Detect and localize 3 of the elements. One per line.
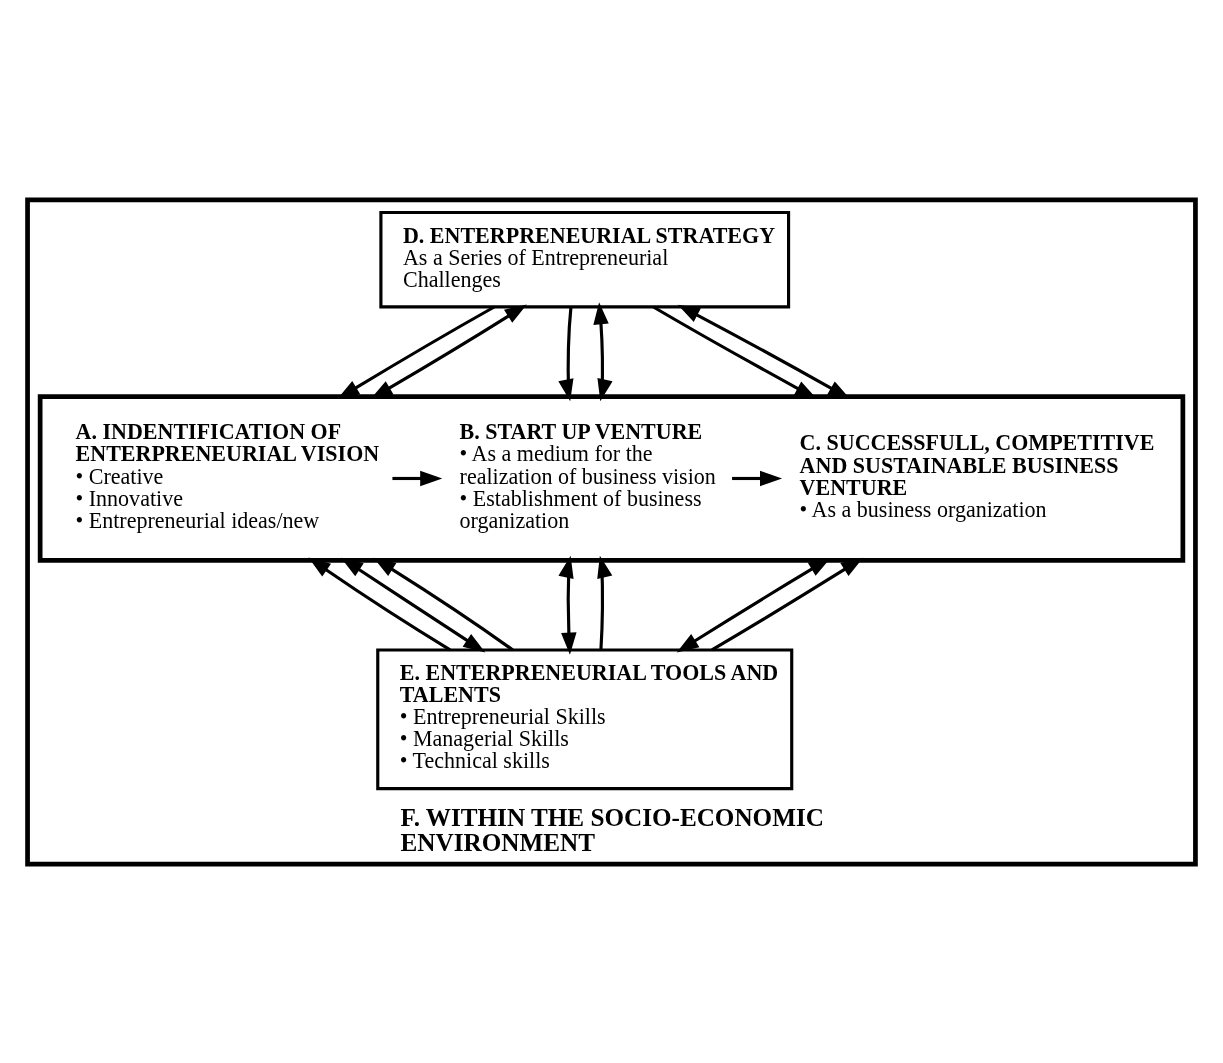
node-text: C. SUCCESSFULL, COMPETITIVE AND SUSTAINABLE BUSINESS VENTURE • As a business organization (799, 429, 1155, 522)
node-text: A. INDENTIFICATION OF ENTERPRENEURIAL VISION • Creative • Innovative • Entrepreneurial ideas/new (75, 418, 380, 533)
node-text: B. START UP VENTURE • As a medium for the realization of business vision • Establishment of business organization (459, 418, 716, 533)
